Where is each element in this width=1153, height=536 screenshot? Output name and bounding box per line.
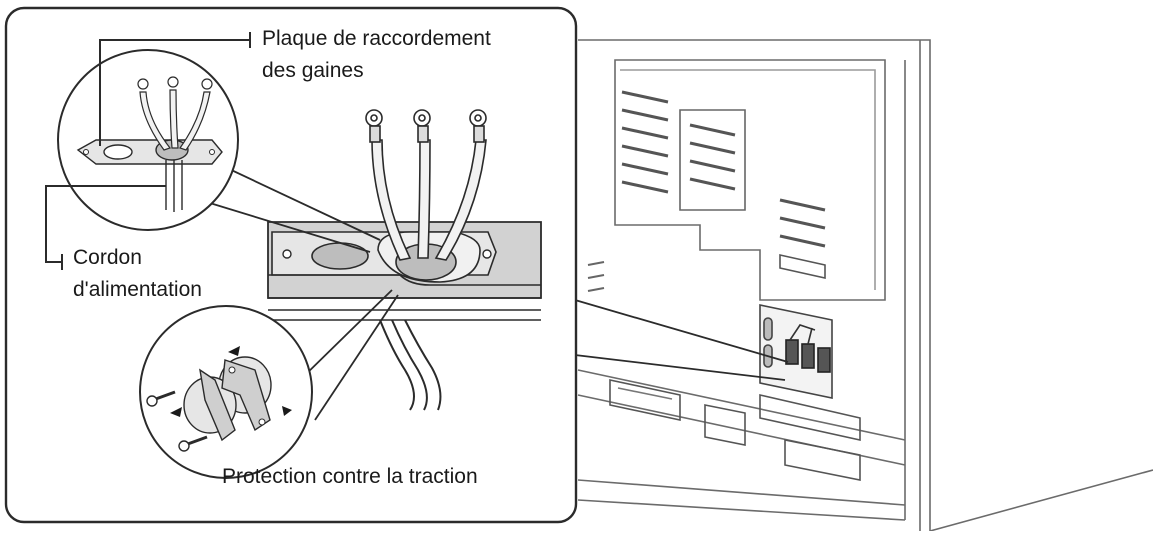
vent-left: [621, 90, 669, 194]
vent-right: [779, 198, 826, 248]
vent-middle: [689, 123, 736, 191]
wires: [365, 109, 487, 261]
leader-cordon: [45, 185, 166, 263]
label-strain-relief: Protection contre la traction: [222, 465, 478, 488]
upper-panel: [614, 59, 886, 301]
perspective-lines: [574, 299, 789, 381]
label-conduit-plate-line2: des gaines: [262, 59, 364, 82]
appliance-rear-view: [577, 39, 1153, 532]
label-power-cord-line2: d'alimentation: [73, 278, 202, 301]
label-power-cord-line1: Cordon: [73, 246, 142, 269]
floor-line: [929, 469, 1153, 532]
zoom-circle-bottom: [139, 289, 399, 479]
leader-lines: [45, 32, 251, 270]
leader-plaque: [99, 39, 250, 146]
label-conduit-plate-line1: Plaque de raccordement: [262, 27, 491, 50]
